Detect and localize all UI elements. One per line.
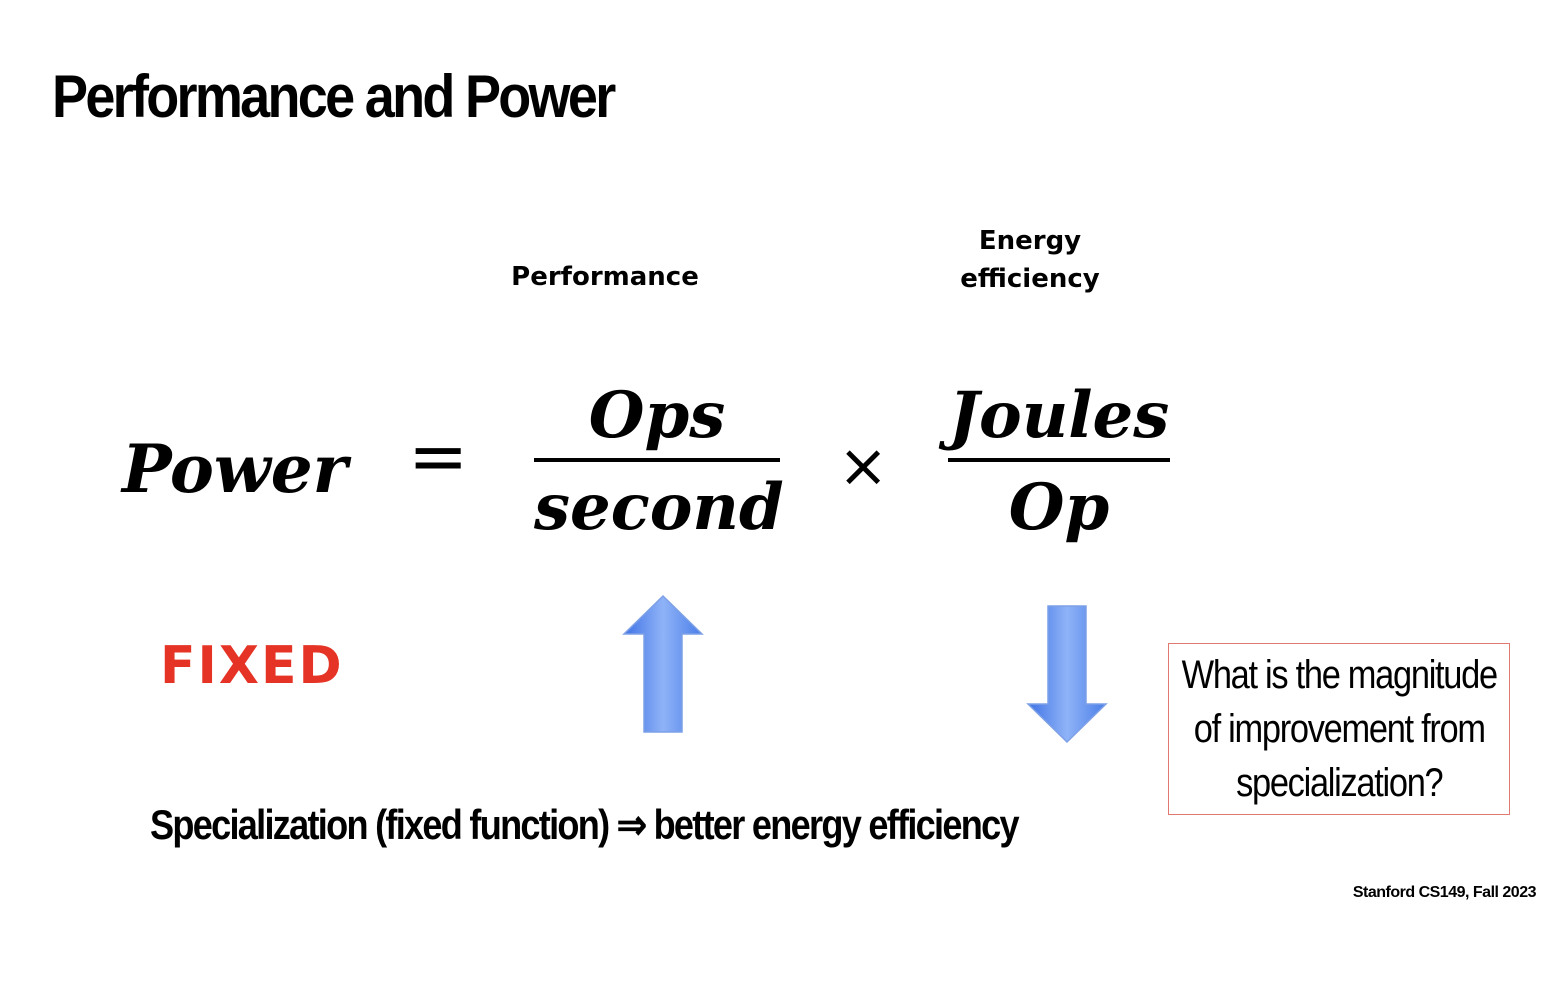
page-title: Performance and Power	[52, 63, 616, 130]
fraction2-denominator: Op	[1008, 470, 1110, 545]
course-footer: Stanford CS149, Fall 2023	[1352, 884, 1537, 901]
fixed-label: FIXED	[160, 636, 344, 696]
question-line1: What is the magnitude	[1181, 653, 1497, 697]
question-box: What is the magnitude of improvement fro…	[1168, 643, 1510, 815]
up-arrow-icon	[622, 594, 704, 733]
equals-sign: =	[408, 414, 469, 498]
question-text: What is the magnitude of improvement fro…	[1181, 648, 1497, 810]
fraction1-numerator: Ops	[588, 378, 726, 453]
multiplication-sign: ×	[838, 431, 889, 501]
question-line3: specialization?	[1235, 761, 1444, 805]
conclusion-statement: Specialization (fixed function) ⇒ better…	[150, 801, 1020, 848]
equation-lhs-power: Power	[122, 430, 348, 508]
fraction2-bar	[948, 458, 1170, 462]
fraction-ops-per-second: Ops second	[534, 378, 784, 545]
fraction1-denominator: second	[534, 470, 784, 545]
down-arrow-icon	[1026, 605, 1108, 744]
energy-efficiency-label: Energy efficiency	[930, 222, 1130, 298]
fraction2-numerator: Joules	[948, 378, 1170, 453]
fraction-joules-per-op: Joules Op	[948, 384, 1170, 540]
question-line2: of improvement from	[1193, 707, 1486, 751]
energy-label-line1: Energy	[978, 226, 1082, 256]
fraction1-bar	[534, 458, 780, 462]
performance-label: Performance	[511, 262, 699, 292]
energy-label-line2: efficiency	[960, 264, 1100, 294]
